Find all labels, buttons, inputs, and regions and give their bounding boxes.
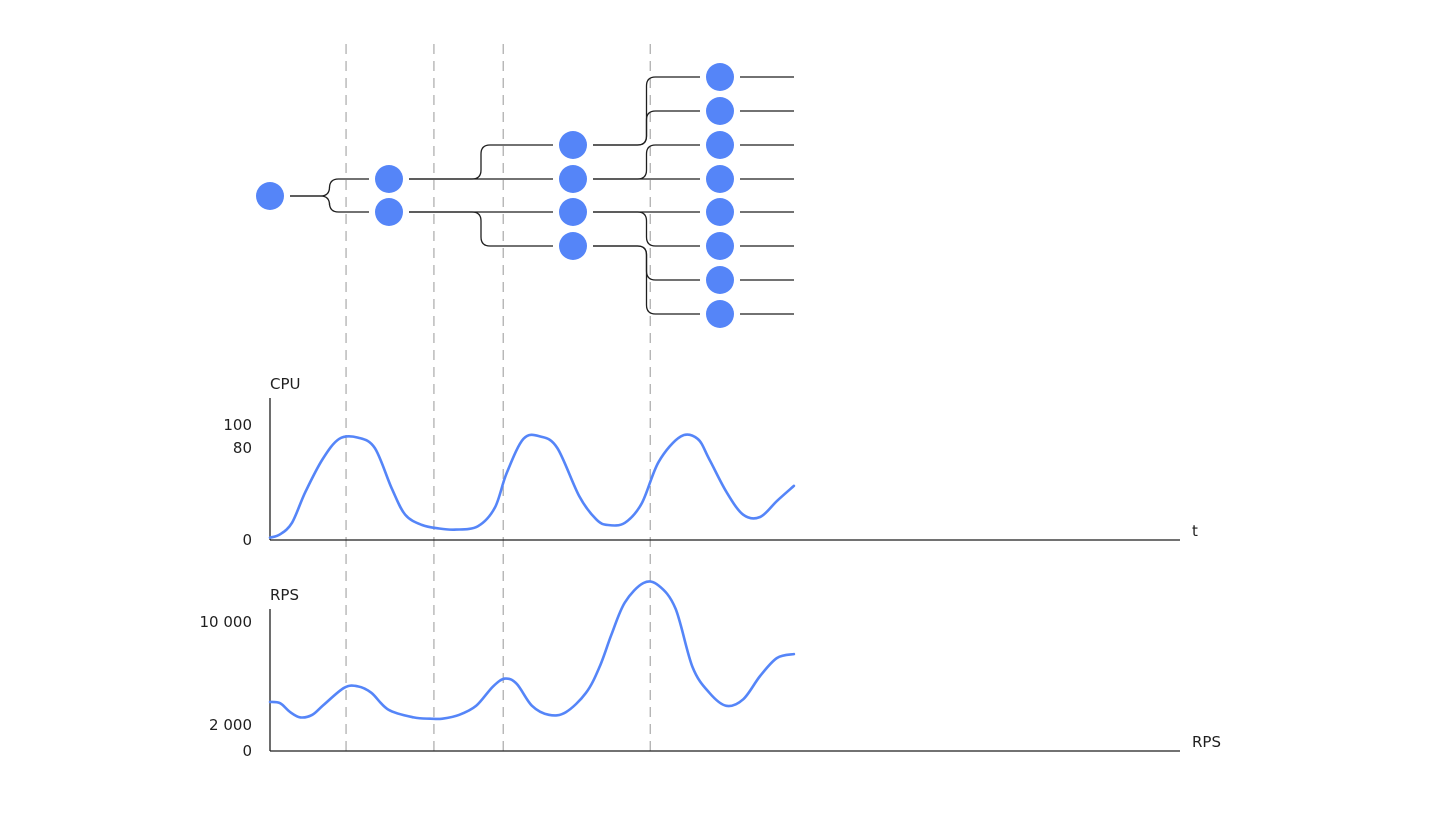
- tree-node-3-1: [706, 97, 734, 125]
- rps-tick-label-0: 10 000: [200, 613, 253, 631]
- tree-node-2-3: [559, 232, 587, 260]
- tree-node-3-4: [706, 198, 734, 226]
- tree-link-2-7: [593, 245, 700, 315]
- tree-node-3-0: [706, 63, 734, 91]
- tree-link-1-3: [409, 211, 553, 247]
- tree-node-3-2: [706, 131, 734, 159]
- rps-series-line-0: [268, 580, 796, 721]
- cpu-tick-label-0: 100: [223, 416, 252, 434]
- tree-node-3-5: [706, 232, 734, 260]
- tree-link-2-5: [593, 211, 700, 247]
- tree-node-2-2: [559, 198, 587, 226]
- replica-tree: [256, 63, 794, 328]
- tree-node-3-6: [706, 266, 734, 294]
- cpu-tick-label-1: 80: [233, 439, 252, 457]
- tree-node-2-1: [559, 165, 587, 193]
- tree-node-1-0: [375, 165, 403, 193]
- rps-x-axis-label: RPS: [1192, 733, 1221, 751]
- tree-link-0-1: [290, 195, 369, 213]
- tree-node-3-3: [706, 165, 734, 193]
- tree-node-3-7: [706, 300, 734, 328]
- rps-tick-label-1: 2 000: [209, 716, 252, 734]
- tree-link-2-2: [593, 144, 700, 180]
- time-markers: [345, 44, 651, 752]
- cpu-series-line-0: [268, 433, 796, 539]
- rps-chart: RPS RPS 10 000 2 000 0: [200, 580, 1221, 760]
- cpu-y-axis-label: CPU: [270, 375, 301, 393]
- tree-node-1-1: [375, 198, 403, 226]
- tree-link-2-1: [593, 110, 700, 146]
- tree-node-0-0: [256, 182, 284, 210]
- tree-link-1-0: [409, 144, 553, 180]
- tree-node-2-0: [559, 131, 587, 159]
- cpu-x-axis-label: t: [1192, 522, 1198, 540]
- tree-link-0-0: [290, 178, 369, 197]
- rps-tick-label-2: 0: [242, 742, 252, 760]
- cpu-tick-label-2: 0: [242, 531, 252, 549]
- cpu-chart: CPU t 100 80 0: [223, 375, 1198, 549]
- rps-y-axis-label: RPS: [270, 586, 299, 604]
